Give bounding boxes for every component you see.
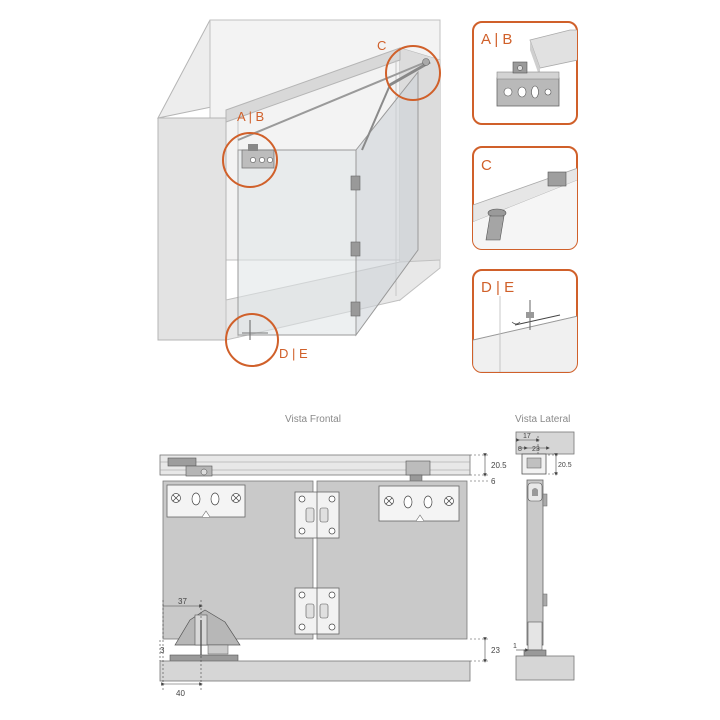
detail-box-de: D | E bbox=[472, 269, 578, 373]
detail-label-ab: A | B bbox=[481, 31, 512, 48]
callout-label-de: D | E bbox=[279, 346, 308, 361]
detail-box-ab: A | B bbox=[472, 21, 578, 125]
front-view bbox=[159, 454, 471, 682]
side-view bbox=[515, 431, 575, 681]
callout-circle-de bbox=[225, 313, 279, 367]
detail-label-de: D | E bbox=[481, 279, 514, 296]
detail-label-c: C bbox=[481, 157, 492, 174]
dim-1: 1 bbox=[513, 643, 517, 650]
view-title-front: Vista Frontal bbox=[285, 414, 341, 425]
dim-37: 37 bbox=[178, 597, 187, 606]
callout-label-c: C bbox=[377, 38, 386, 53]
view-title-side: Vista Lateral bbox=[515, 414, 570, 425]
dim-17: 17 bbox=[523, 433, 531, 440]
floor-rail bbox=[159, 660, 471, 682]
dim-23-side: 23 bbox=[532, 446, 540, 453]
dim-6: 6 bbox=[491, 477, 496, 486]
dim-20-5-side: 20.5 bbox=[558, 462, 572, 469]
callout-circle-c bbox=[385, 45, 441, 101]
dim-40: 40 bbox=[176, 689, 185, 698]
callout-label-ab: A | B bbox=[237, 109, 264, 124]
dim-20-5-front: 20.5 bbox=[491, 461, 507, 470]
cabinet-illustration bbox=[157, 19, 441, 367]
dim-8: 8 bbox=[518, 446, 522, 453]
callout-circle-ab bbox=[222, 132, 278, 188]
side-dimensions bbox=[516, 436, 560, 652]
front-dimensions bbox=[159, 453, 490, 690]
dim-23: 23 bbox=[491, 646, 500, 655]
dim-3: 3 bbox=[160, 646, 165, 655]
detail-box-c: C bbox=[472, 146, 578, 250]
